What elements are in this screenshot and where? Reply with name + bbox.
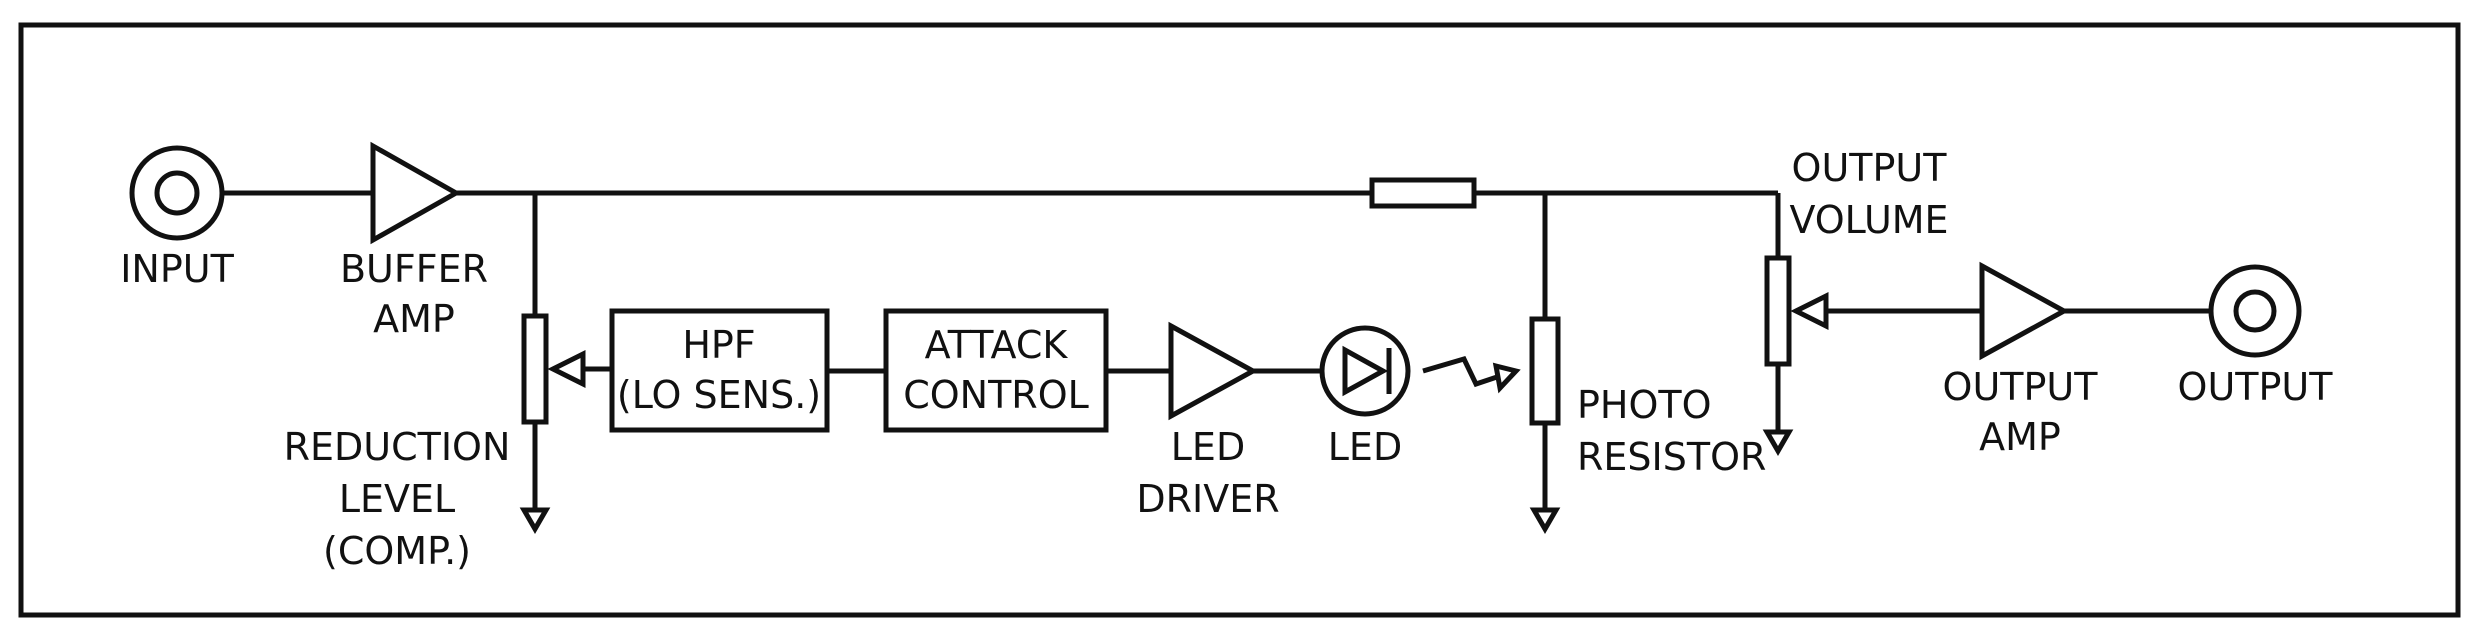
led-driver-label: DRIVER	[1136, 477, 1279, 521]
input-jack-icon	[154, 170, 200, 216]
led-label: LED	[1328, 425, 1402, 469]
input-label: INPUT	[120, 247, 234, 291]
ground-icon	[519, 507, 551, 534]
ground-icon	[1762, 429, 1794, 456]
ground-icon	[1529, 507, 1561, 534]
photo-resistor-label: PHOTO	[1577, 383, 1712, 427]
buffer-amp-label: AMP	[373, 297, 455, 341]
series-resistor-icon	[1369, 177, 1477, 209]
output-jack-icon	[2233, 289, 2277, 333]
attack-control-block	[883, 308, 1109, 433]
light-arrow-icon	[1422, 356, 1501, 388]
attack-control-label: ATTACK	[925, 323, 1069, 367]
photo-resistor-label: RESISTOR	[1577, 435, 1766, 479]
hpf-label: HPF	[682, 323, 755, 367]
led-diode-icon	[1342, 345, 1389, 397]
output-volume-label: VOLUME	[1789, 198, 1948, 242]
reduction-level-label: (COMP.)	[323, 529, 471, 573]
reduction-level-label: LEVEL	[339, 477, 455, 521]
reduction-level-label: REDUCTION	[284, 425, 511, 469]
light-arrow-icon	[1492, 362, 1521, 394]
buffer-amp-icon	[370, 141, 462, 245]
photo-resistor-icon	[1529, 316, 1561, 426]
led-driver-icon	[1168, 321, 1259, 421]
output-amp-icon	[1979, 261, 2070, 361]
reduction-level-pot-icon	[521, 313, 549, 425]
wiper-arrow-icon	[1790, 291, 1829, 331]
hpf-label: (LO SENS.)	[617, 373, 821, 417]
output-amp-label: OUTPUT	[1943, 365, 2099, 409]
diagram-frame	[18, 22, 2461, 618]
output-volume-pot-icon	[1764, 255, 1792, 367]
output-label: OUTPUT	[2178, 365, 2334, 409]
wiper-arrow-icon	[547, 349, 586, 389]
buffer-amp-label: BUFFER	[340, 247, 488, 291]
output-volume-label: OUTPUT	[1792, 146, 1948, 190]
led-driver-label: LED	[1171, 425, 1245, 469]
attack-control-label: CONTROL	[903, 373, 1089, 417]
output-amp-label: AMP	[1979, 415, 2061, 459]
